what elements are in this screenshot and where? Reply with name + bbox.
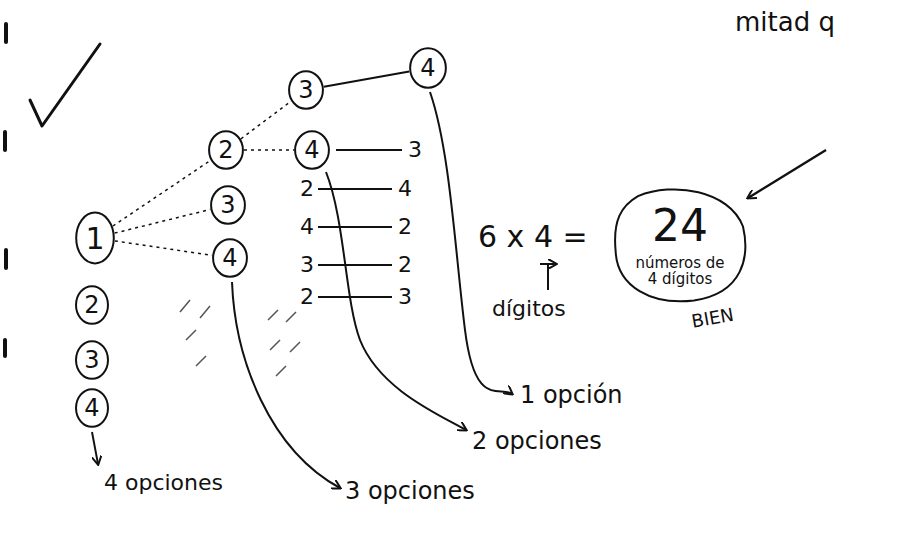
dash-line	[318, 226, 392, 228]
circle-outline-path	[295, 131, 329, 169]
node-number: 24	[652, 202, 708, 250]
handwritten-note: 2	[398, 252, 412, 277]
leader-arrow	[92, 432, 98, 464]
result-blob: 24 números de 4 dígitos	[610, 184, 750, 305]
digit-circle: 2	[208, 130, 244, 170]
digit-circle: 2	[75, 285, 109, 325]
node-content: 3	[210, 185, 246, 225]
handwritten-note: 4 opciones	[104, 470, 223, 495]
handwritten-note: 3	[398, 284, 412, 309]
tree-branch	[241, 101, 291, 139]
tree-branch	[324, 71, 409, 86]
leader-arrow	[326, 172, 466, 430]
node-content: 1	[75, 211, 115, 265]
circle-outline-path	[289, 71, 323, 109]
digit-circle: 3	[210, 185, 246, 225]
node-number: 4	[420, 55, 435, 81]
node-content: 4	[212, 238, 248, 278]
node-content: 2	[208, 130, 244, 170]
handwritten-note: 2 opciones	[472, 428, 602, 456]
node-number: 4	[222, 245, 237, 271]
node-number: 3	[220, 192, 235, 218]
margin-marks	[5, 24, 6, 356]
circle-outline-path	[211, 186, 245, 224]
tree-branch	[115, 241, 212, 256]
tree-branch	[244, 149, 294, 151]
node-content: 3	[288, 70, 324, 110]
digit-circle: 4	[212, 238, 248, 278]
handwritten-note: 3	[408, 137, 422, 162]
circle-outline-path	[76, 389, 108, 427]
digit-circle: 4	[75, 388, 109, 428]
handwritten-note: 3	[300, 252, 314, 277]
node-number: 3	[84, 347, 99, 373]
node-content: 2	[75, 285, 109, 325]
grade-note: BIEN	[690, 305, 735, 333]
dash-line	[318, 296, 392, 298]
circle-outline-path	[209, 131, 243, 169]
dash-line	[318, 188, 392, 190]
tree-branch	[113, 160, 211, 226]
digit-circle: 4	[409, 47, 447, 89]
circle-outline-path	[213, 239, 247, 277]
node-number: 2	[218, 137, 233, 163]
leader-arrow	[540, 264, 556, 290]
node-note: números de 4 dígitos	[632, 255, 728, 288]
node-number: 4	[84, 395, 99, 421]
handwritten-note: 2	[398, 214, 412, 239]
digit-circle: 3	[288, 70, 324, 110]
digit-circle: 1	[75, 211, 115, 265]
dash-line	[336, 149, 402, 151]
node-content: 24 números de 4 dígitos	[610, 184, 750, 305]
node-number: 3	[298, 77, 313, 103]
handwritten-note: 6 x 4 =	[478, 220, 588, 255]
circle-outline-path	[410, 48, 446, 87]
node-content: 3	[75, 340, 109, 380]
node-content: 4	[75, 388, 109, 428]
node-number: 4	[304, 137, 319, 163]
dash-line	[318, 264, 392, 266]
handwritten-note: dígitos	[492, 296, 566, 321]
handwritten-note: 2	[300, 176, 314, 201]
node-content: 4	[294, 130, 330, 170]
circle-outline-path	[76, 286, 108, 324]
node-content: 4	[409, 47, 447, 89]
handwritten-note: 2	[300, 284, 314, 309]
leader-arrow	[748, 150, 826, 198]
node-number: 2	[84, 292, 99, 318]
digit-circle: 3	[75, 340, 109, 380]
handwritten-note: 1 opción	[520, 382, 623, 410]
tree-branch	[115, 209, 211, 233]
handwritten-note: 3 opciones	[345, 478, 475, 506]
blob-outline-path	[615, 190, 745, 302]
circle-outline-path	[76, 341, 108, 379]
handwritten-note: 4	[300, 214, 314, 239]
handwritten-note: 4	[398, 176, 412, 201]
digit-circle: 4	[294, 130, 330, 170]
check-mark	[30, 44, 100, 126]
leader-arrow	[232, 282, 340, 488]
circle-outline-path	[76, 213, 114, 264]
handwritten-note: mitad q	[735, 8, 835, 38]
node-number: 1	[85, 222, 104, 255]
